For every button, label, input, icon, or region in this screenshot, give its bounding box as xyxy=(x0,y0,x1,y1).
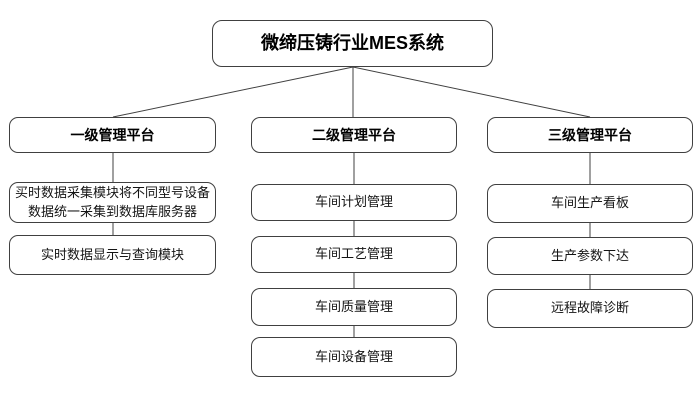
node-level2-platform: 二级管理平台 xyxy=(251,117,457,153)
node-workshop-plan-mgmt: 车间计划管理 xyxy=(251,184,457,221)
node-workshop-equipment-mgmt: 车间设备管理 xyxy=(251,337,457,377)
node-remote-fault-diagnosis: 远程故障诊断 xyxy=(487,289,693,328)
node-level1-platform: 一级管理平台 xyxy=(9,117,216,153)
root-node-mes-system: 微缔压铸行业MES系统 xyxy=(212,20,493,67)
node-level3-platform: 三级管理平台 xyxy=(487,117,693,153)
node-realtime-data-display-query: 实时数据显示与查询模块 xyxy=(9,235,216,275)
node-realtime-data-collection: 买时数据采集模块将不同型号设备数据统一采集到数据库服务器 xyxy=(9,182,216,223)
node-workshop-quality-mgmt: 车间质量管理 xyxy=(251,288,457,326)
node-production-params-dispatch: 生产参数下达 xyxy=(487,237,693,275)
node-workshop-production-board: 车间生产看板 xyxy=(487,184,693,223)
node-workshop-process-mgmt: 车间工艺管理 xyxy=(251,236,457,273)
